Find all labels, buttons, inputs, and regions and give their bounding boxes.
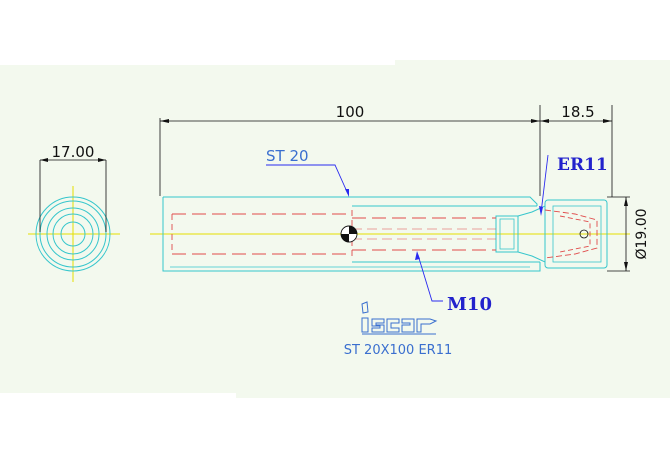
logo-s — [371, 318, 385, 333]
arrowhead — [539, 206, 543, 216]
end-view-ring-1 — [39, 200, 107, 268]
collet-hidden — [544, 209, 598, 259]
arrowhead — [345, 189, 349, 197]
arrowhead — [603, 119, 612, 123]
arrowhead — [40, 158, 48, 162]
thread-leader — [417, 254, 443, 302]
logo-c — [386, 318, 400, 333]
collet-hidden-inner — [559, 215, 591, 253]
logo-i-flag — [361, 301, 369, 314]
side-view: 100 18.5 Ø19.00 ST 20 ER11 M10 — [150, 103, 650, 315]
arrowhead — [540, 119, 549, 123]
part-label: ST 20X100 ER11 — [344, 343, 453, 358]
thread-section-inner — [499, 218, 515, 250]
clamp-screw-fill — [349, 226, 357, 234]
drawing-sheet — [0, 60, 670, 398]
collet-length-dim: 18.5 — [561, 103, 594, 121]
brand-logo — [361, 301, 438, 335]
end-view-diameter-dim: 17.00 — [52, 143, 95, 161]
arrowhead — [98, 158, 106, 162]
logo-a — [401, 318, 415, 333]
arrowhead — [624, 197, 628, 206]
arrowhead — [624, 262, 628, 271]
shank-leader — [266, 164, 349, 195]
end-view-bore — [60, 221, 86, 247]
arrowhead — [160, 119, 169, 123]
end-view: 17.00 — [28, 143, 120, 282]
collet-nut-inner — [552, 205, 602, 263]
collet-diameter-dim: Ø19.00 — [634, 208, 650, 259]
collet-type-callout: ER11 — [557, 155, 608, 175]
collet-type-leader — [540, 154, 549, 214]
collet-center-mark — [579, 229, 589, 239]
thread-callout: M10 — [447, 294, 492, 315]
end-view-ring-2 — [46, 207, 100, 261]
logo-r — [416, 318, 438, 333]
overall-length-dim: 100 — [336, 103, 365, 121]
arrowhead — [415, 251, 420, 260]
thread-section — [495, 215, 519, 253]
logo-i — [361, 317, 369, 333]
end-view-ring-3 — [52, 213, 94, 255]
arrowhead — [531, 119, 540, 123]
clamp-screw-fill — [341, 234, 349, 242]
shank-callout: ST 20 — [266, 147, 309, 165]
collet-nut — [544, 199, 608, 269]
end-view-outer-circle — [35, 196, 111, 272]
shank-outline — [162, 196, 541, 272]
